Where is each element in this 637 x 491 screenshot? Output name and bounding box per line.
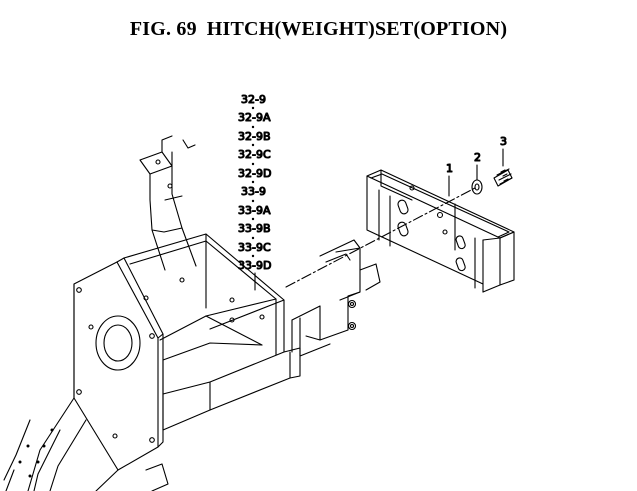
part-number-stack: 32-9 32-9A 32-9B 32-9C 32-9D 33-9 33-9A … bbox=[237, 92, 272, 291]
tractor-front-frame bbox=[3, 135, 381, 491]
part-number-label: 33-9A bbox=[238, 204, 271, 217]
figure-number: FIG. 69 bbox=[129, 18, 197, 40]
hitch-bracket bbox=[366, 169, 515, 293]
figure-name: HITCH(WEIGHT)SET(OPTION) bbox=[206, 18, 508, 40]
assembly-centerline bbox=[285, 187, 476, 288]
callouts: 1 2 3 bbox=[445, 134, 508, 197]
part-number-label: 33-9C bbox=[238, 241, 271, 254]
part-number-label: 32-9C bbox=[238, 148, 271, 161]
part-number-label: 32-9D bbox=[238, 167, 271, 180]
callout-2: 2 bbox=[474, 151, 481, 164]
figure-title: FIG. 69 HITCH(WEIGHT)SET(OPTION) bbox=[0, 18, 637, 41]
bolt bbox=[493, 168, 513, 187]
callout-3: 3 bbox=[500, 135, 507, 148]
part-number-label: 32-9 bbox=[241, 93, 266, 106]
part-number-label: 32-9B bbox=[238, 130, 271, 143]
part-number-label: 32-9A bbox=[238, 111, 271, 124]
part-number-label: 33-9B bbox=[238, 222, 271, 235]
part-number-label: 33-9 bbox=[241, 185, 266, 198]
washer bbox=[471, 179, 483, 195]
callout-1: 1 bbox=[446, 162, 453, 175]
stack-dots bbox=[251, 106, 255, 258]
